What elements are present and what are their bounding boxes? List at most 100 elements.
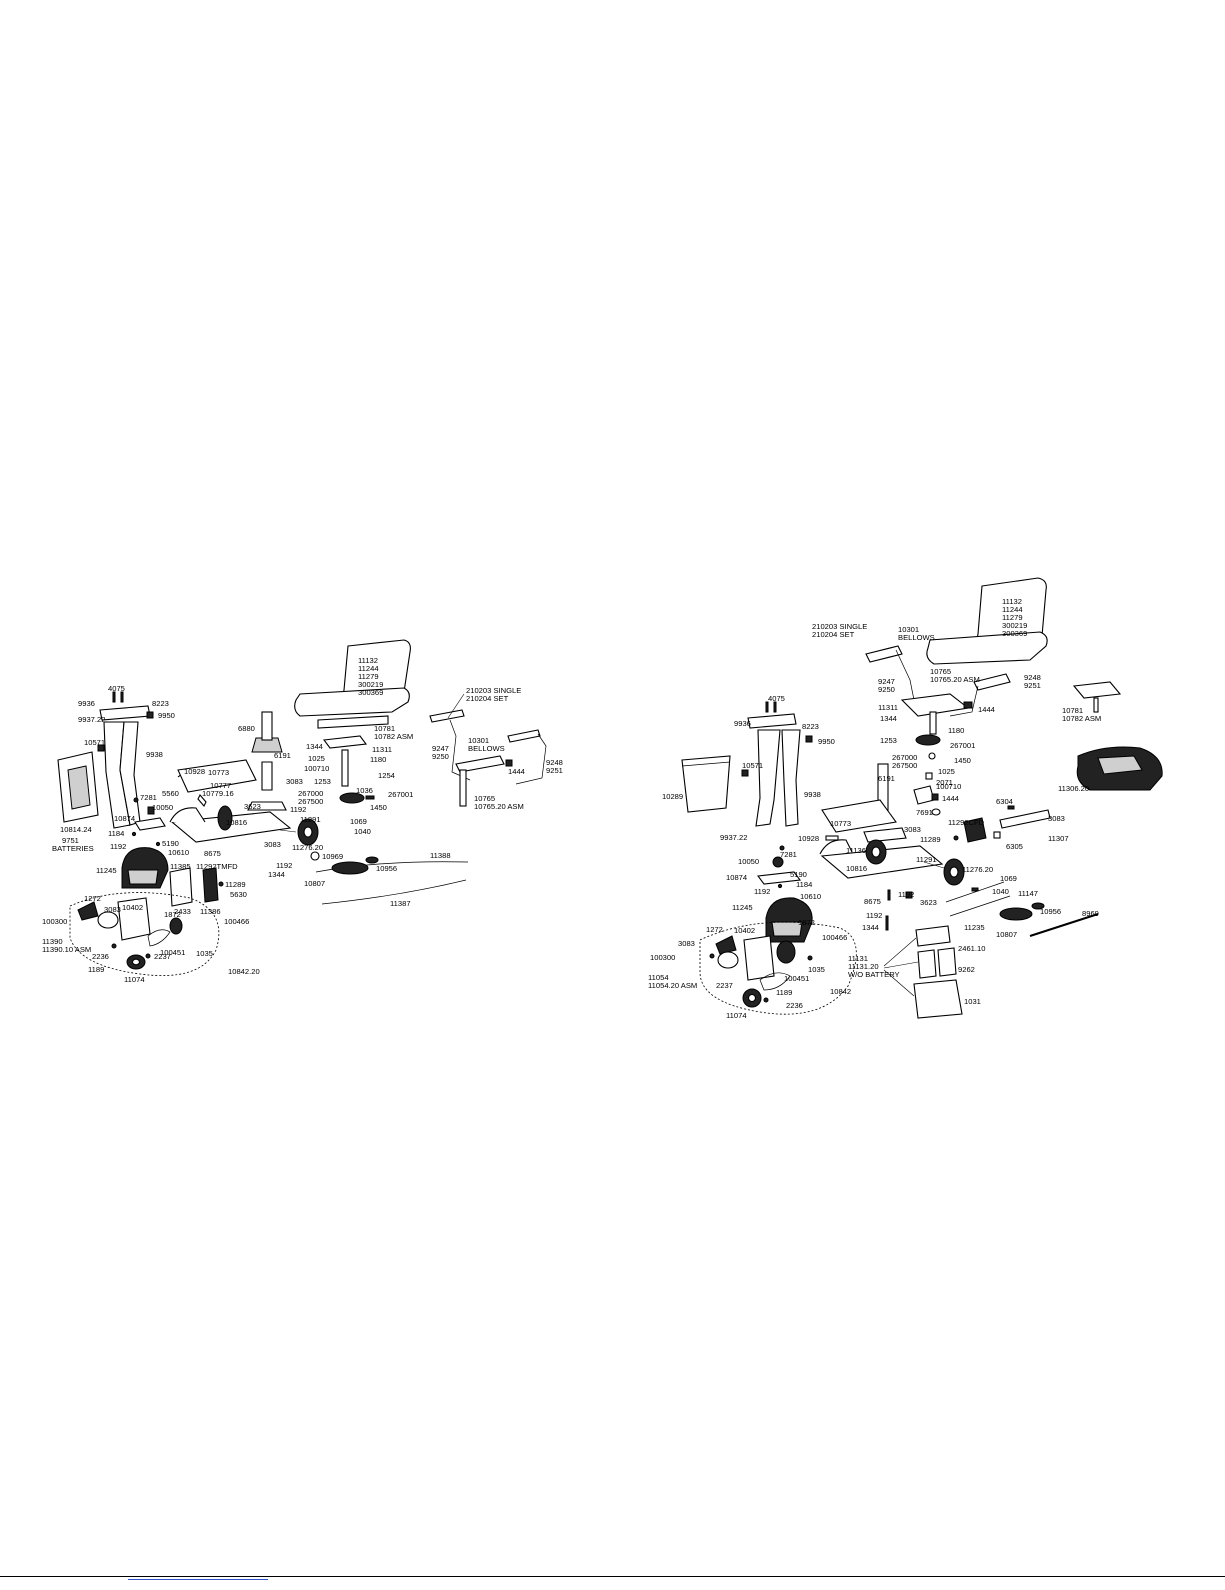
label: 10773 [208,768,229,777]
armrest-left [429,709,465,723]
fastener-1035 [807,955,813,961]
screw-4075 [112,691,116,703]
label: 1192 [898,890,914,899]
label: 11385 [170,862,191,871]
label: 210203 SINGLE [812,622,867,631]
label: 2237 [154,952,171,961]
label: 9936 [78,699,95,708]
label: 11136 [846,846,866,855]
right-exploded-diagram [681,577,1163,1019]
label: 9251 [1024,681,1041,690]
fastener-6304 [1007,805,1015,810]
fastener-2236 [111,943,117,949]
label: 10928 [184,767,205,776]
label: BATTERIES [52,844,94,853]
label: 4075 [108,684,125,693]
label: 11244 [1002,605,1023,614]
label: 2461.10 [958,944,985,953]
label: 9751 [62,836,79,845]
label: 267001 [950,741,975,750]
label: 1035 [196,949,213,958]
label: 10842 [830,987,851,996]
drive-assembly-outline [69,892,220,976]
label: 11276.20 [292,843,323,852]
label: 3083 [904,825,921,834]
label: 9247 [878,677,895,686]
mount-plate-10874 [134,817,166,831]
tiller-rear-cover [781,729,801,827]
label: 3083 [264,840,281,849]
label: 10777 [210,781,231,790]
label: 9950 [158,711,175,720]
label: 11292CFD [948,818,985,827]
label: 3083 [1048,814,1065,823]
label: 1344 [880,714,897,723]
pulley-1872 [776,940,796,964]
label: 1344 [268,870,285,879]
label: 10782 ASM [374,732,413,741]
seat-post-upper-6880 [261,711,273,741]
label: 1272 [84,894,101,903]
right-part-labels: 210203 SINGLE 210204 SET 10301 BELLOWS 1… [648,597,1101,1020]
label: 1025 [308,754,325,763]
label: 7281 [780,850,797,859]
fastener-5190 [155,841,161,847]
label: 11054 [648,973,669,982]
seat-swivel-post [341,749,349,787]
fastener-7281 [133,797,139,803]
label: 1184 [796,880,812,889]
front-shroud-face [127,869,159,885]
battery-tray-lid [915,925,951,947]
label: 11390 [42,937,63,946]
label: 2433 [174,907,191,916]
label: 1025 [938,767,955,776]
label: 10765 [474,794,495,803]
knob-9950 [146,711,154,719]
label: 11387 [390,899,411,908]
axle-11291 [279,829,297,833]
label: 10050 [738,857,759,866]
label: 9937.22 [78,715,105,724]
clip-6305 [993,831,1001,839]
armrest-crossbar [455,755,505,773]
label: 10773 [830,819,851,828]
label: BELLOWS [898,633,935,642]
gearbox-11390 [117,897,151,941]
label: 10610 [168,848,189,857]
armrest-right [507,729,541,743]
label: 3623 [244,802,261,811]
label: 1180 [948,726,964,735]
seat-post-base [863,827,907,843]
charger-cable-11387 [321,879,467,905]
footer-link-underline[interactable] [128,1579,268,1580]
label: 1872 [164,910,181,919]
label: 1253 [314,777,331,786]
bracket-2071 [913,785,935,805]
screw-4075b [773,701,777,713]
harness-coil-10807 [331,861,369,875]
charger-cable-11388 [315,861,469,873]
label: 3623 [920,898,937,907]
knob-9950 [805,735,813,743]
battery-9262-right [937,947,957,977]
label: 10969 [322,852,343,861]
mount-plate-10874 [756,871,802,885]
label: 1192 [754,887,770,896]
label: 9251 [546,766,563,775]
label: 10956 [376,864,397,873]
label: 11131 [848,954,868,963]
label: 4075 [768,694,785,703]
front-wheel-hub [871,846,881,858]
knob-1444 [505,759,513,767]
drive-belt-100451 [147,929,171,947]
tiller-column [755,729,781,827]
label: 1253 [880,736,897,745]
label: 11289 [920,835,941,844]
label: 1035 [808,965,825,974]
label: 1036 [356,786,373,795]
label: 10782 ASM [1062,714,1101,723]
label: 8675 [204,849,221,858]
label: 10765.20 ASM [474,802,524,811]
label: 1444 [942,794,959,803]
